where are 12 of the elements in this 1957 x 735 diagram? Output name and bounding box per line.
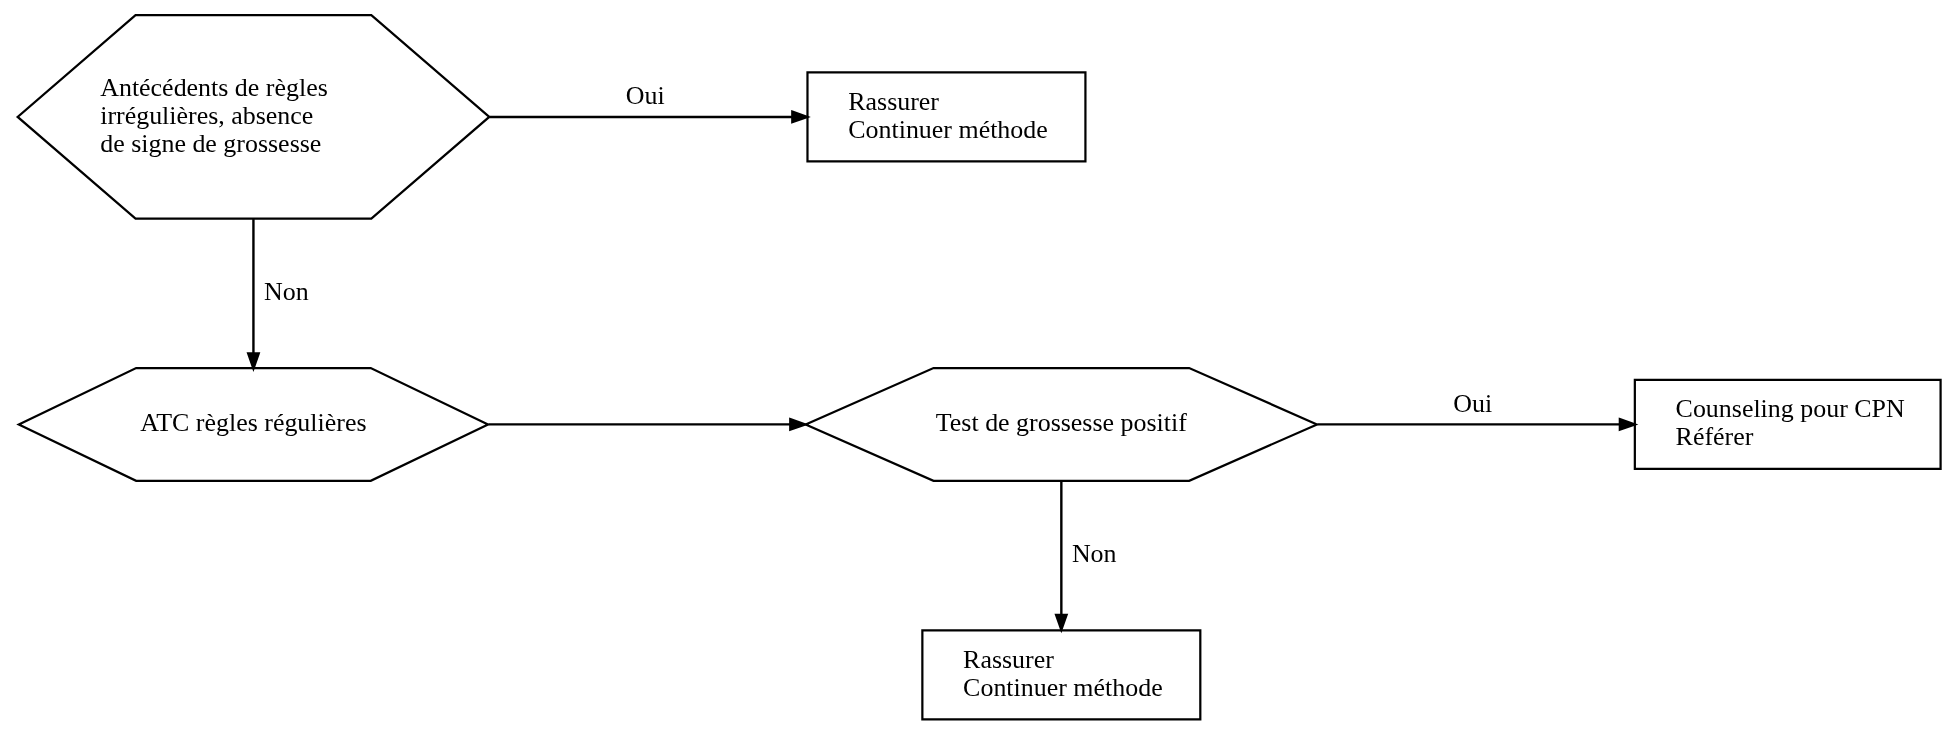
arrow [1053,480,1068,634]
edge-label: Non [263,277,309,307]
arrow [488,417,809,432]
arrow [246,219,260,373]
edge-label: Oui [1452,388,1492,418]
arrow [489,110,811,124]
node-box: Rassurer Continuer méthode [805,71,1087,163]
arrow [1316,417,1638,432]
edge-label: Oui [625,81,665,111]
node-box: Rassurer Continuer méthode [920,629,1201,721]
node-box: Counseling pour CPN Référer [1633,378,1942,470]
edge-label: Non [1071,539,1117,569]
